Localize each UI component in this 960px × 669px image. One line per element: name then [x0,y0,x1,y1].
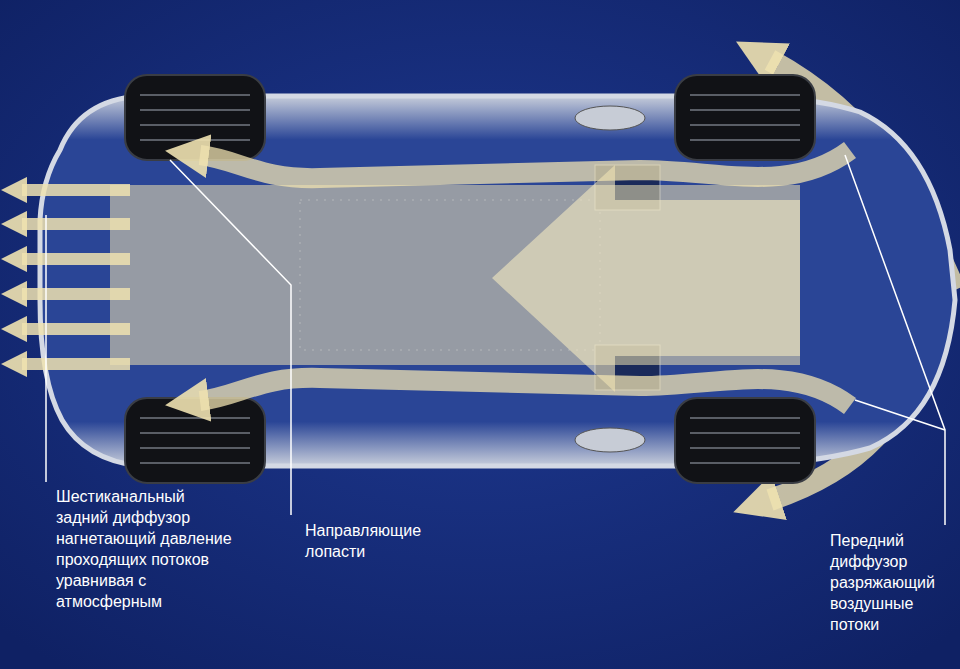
callout-label: Передний диффузор разряжающий воздушные … [830,530,955,635]
air-flow [200,150,850,178]
callout-label: Шестиканальный задний диффузор нагнетающ… [56,486,234,612]
exhaust [575,428,645,452]
air-flow [200,378,850,406]
exhaust [575,106,645,130]
diffuser-channels [22,190,130,364]
main-arrow [492,165,800,392]
callout-label: Направляющие лопасти [305,520,455,562]
leader-line [46,155,945,525]
